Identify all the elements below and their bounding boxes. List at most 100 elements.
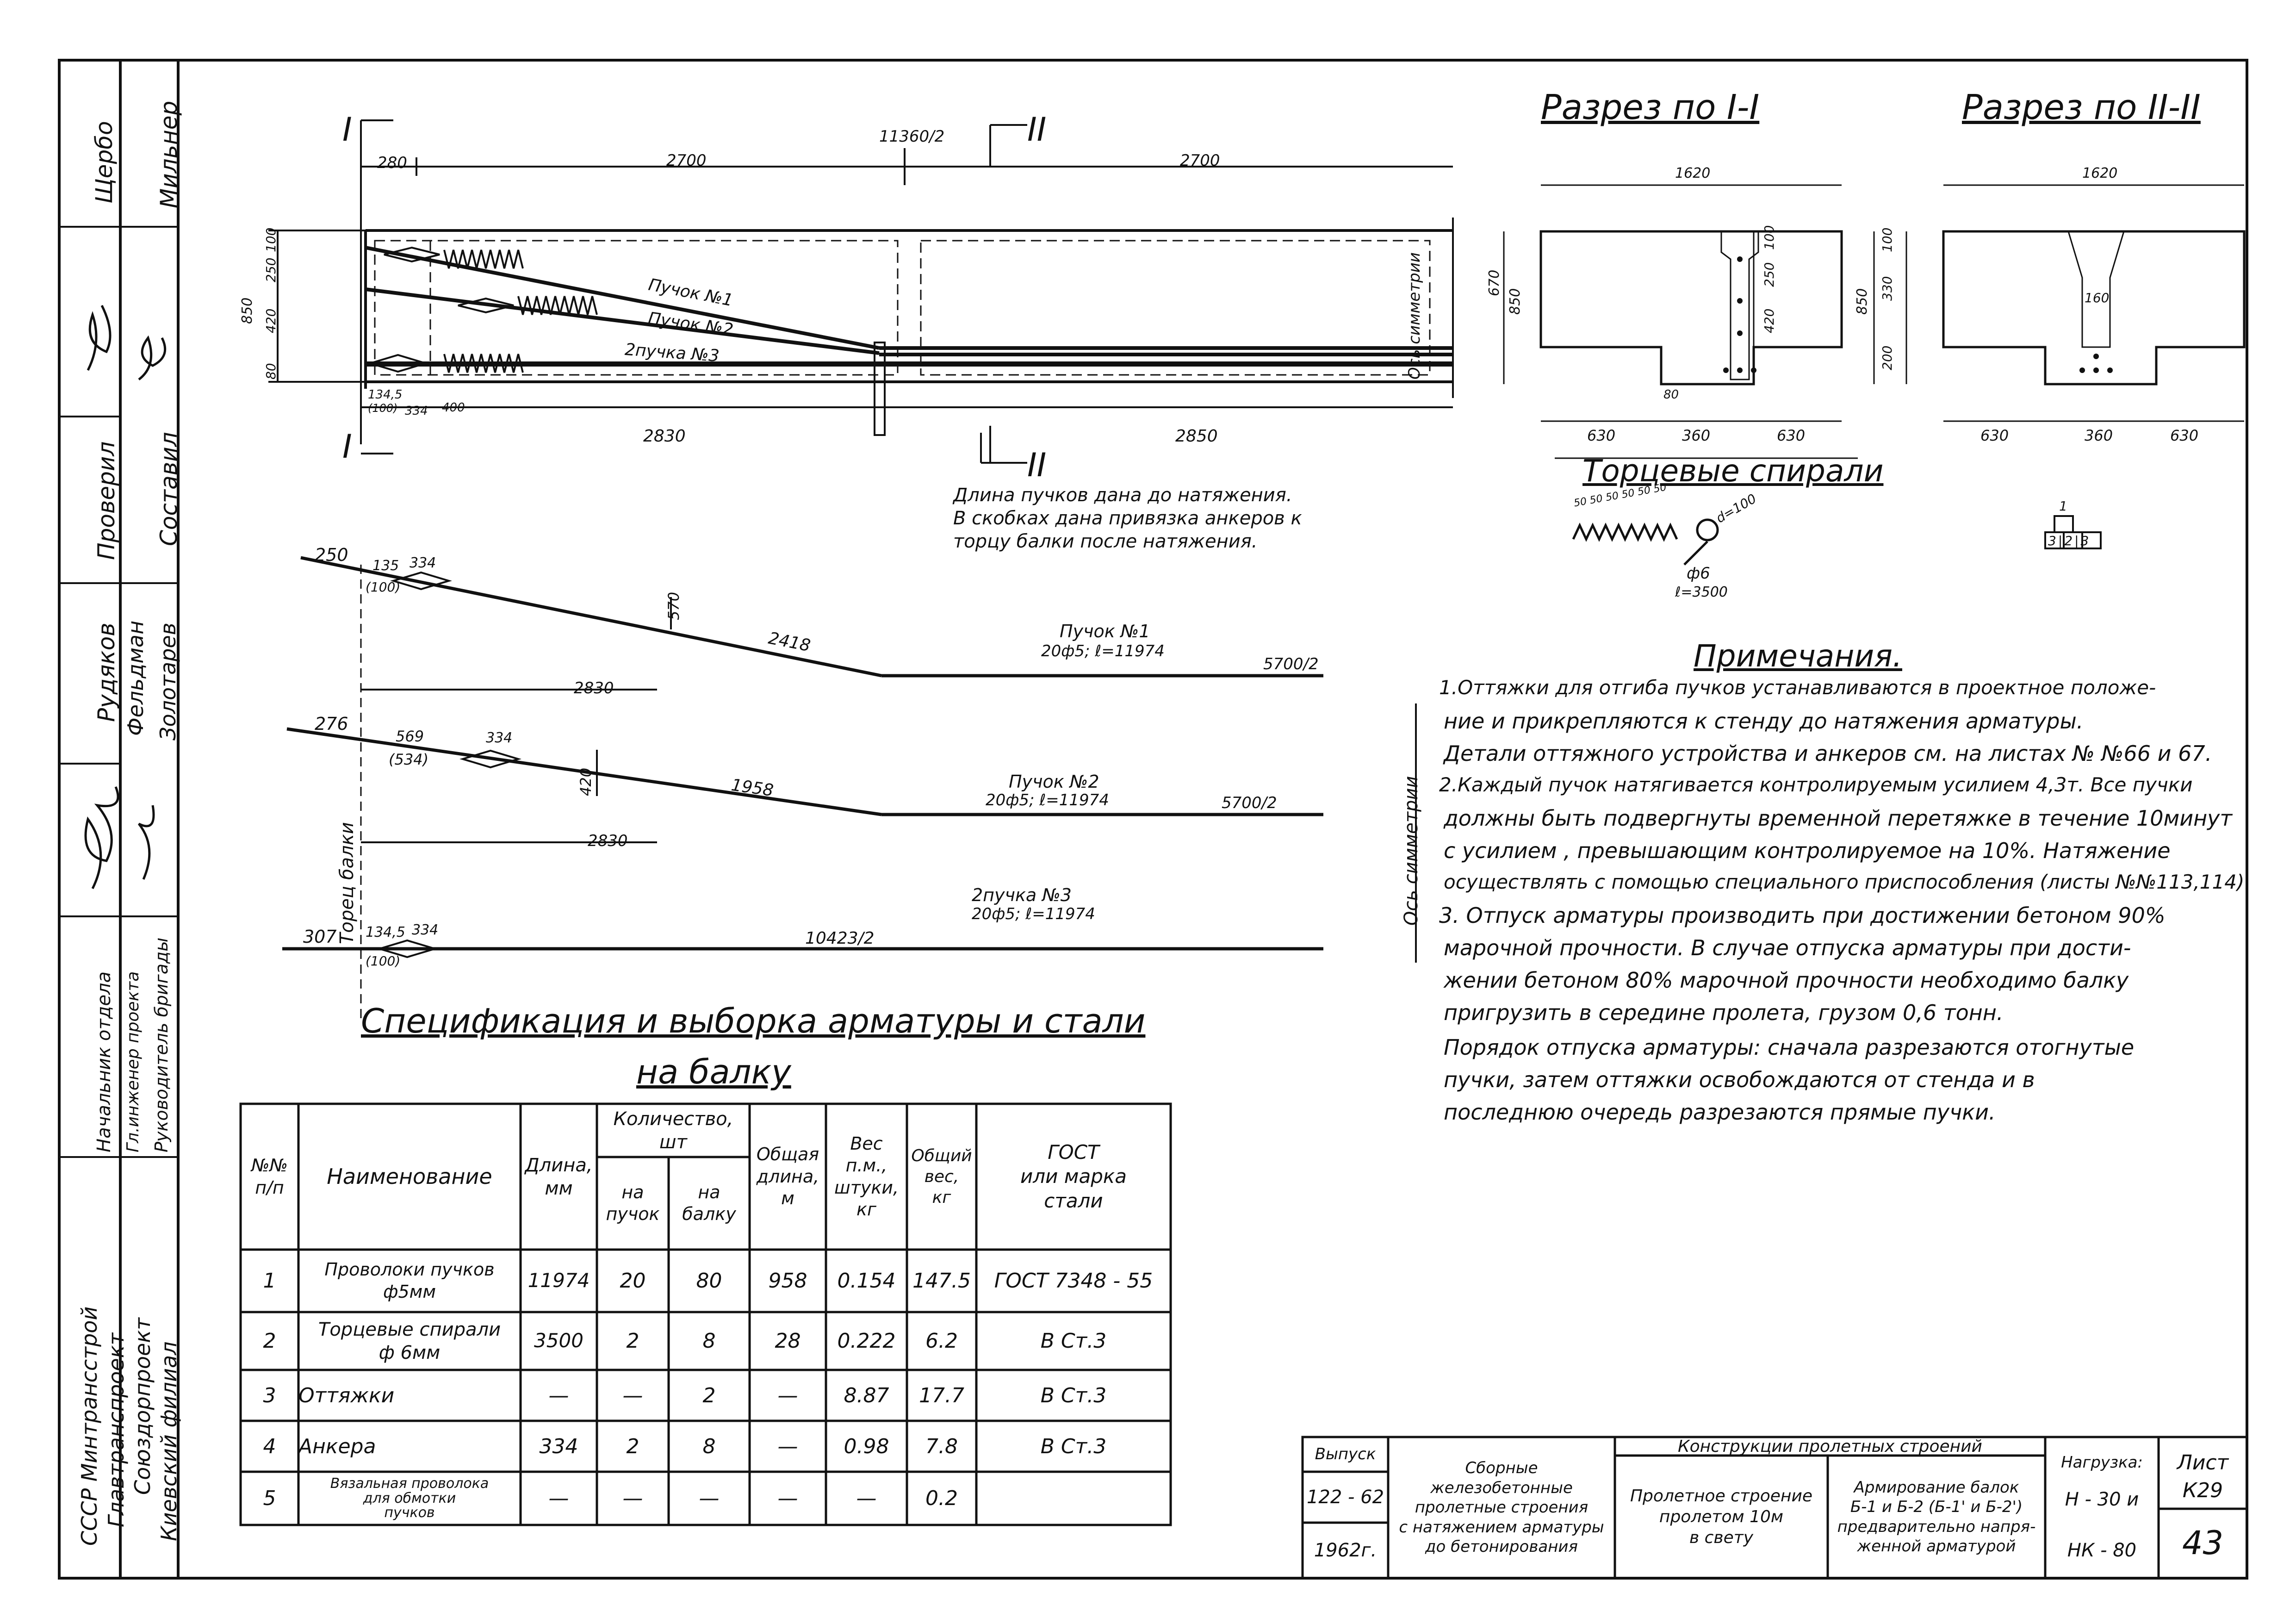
spec-h-qty-beam: на балку bbox=[682, 1182, 736, 1225]
p1-spec: 20ф5; ℓ=11974 bbox=[1041, 642, 1165, 660]
p1-2830: 2830 bbox=[574, 679, 614, 697]
p1-paren-100: (100) bbox=[366, 579, 401, 595]
note-line: осуществлять с помощью специального прис… bbox=[1444, 871, 2251, 893]
section-i-title: Разрез по I-I bbox=[1541, 87, 1760, 127]
note-line: ние и прикрепляются к стенду до натяжени… bbox=[1444, 709, 2084, 734]
s2-630-b: 630 bbox=[2170, 427, 2199, 444]
dim-2850: 2850 bbox=[1175, 427, 1218, 446]
s1-630-b: 630 bbox=[1777, 427, 1806, 444]
table-row-2-tl: 28 bbox=[775, 1329, 801, 1353]
p2-569: 569 bbox=[396, 728, 424, 745]
spiral-len: ℓ=3500 bbox=[1675, 584, 1728, 600]
s1-630-a: 630 bbox=[1587, 427, 1616, 444]
p1-half: 5700/2 bbox=[1263, 655, 1319, 673]
p2-spec: 20ф5; ℓ=11974 bbox=[986, 791, 1109, 809]
table-row-3-tw: 17.7 bbox=[919, 1383, 964, 1407]
s2-1620: 1620 bbox=[2082, 165, 2118, 181]
table-row-5-w: — bbox=[856, 1487, 877, 1510]
table-row-1-gost: ГОСТ 7348 - 55 bbox=[994, 1269, 1153, 1293]
tb-year: 1962г. bbox=[1314, 1540, 1377, 1561]
note-line: пригрузить в середине пролета, грузом 0,… bbox=[1444, 1000, 2004, 1025]
spec-h-len: Длина, мм bbox=[525, 1154, 593, 1199]
table-row-1-qb: 20 bbox=[620, 1269, 646, 1293]
table-row-1-w: 0.154 bbox=[837, 1269, 896, 1293]
table-row-4-qbeam: 8 bbox=[702, 1434, 716, 1458]
table-row-5-tl: — bbox=[777, 1487, 798, 1510]
table-row-4-gost: В Ст.3 bbox=[1040, 1434, 1107, 1458]
tb-sheet-k: К29 bbox=[2182, 1478, 2223, 1502]
spec-h-total-len: Общая длина, м bbox=[756, 1144, 819, 1209]
tb-series: Сборные железобетонные пролетные строени… bbox=[1399, 1459, 1604, 1556]
section-ii-title: Разрез по II-II bbox=[1962, 87, 2201, 127]
section-mark-1-top: I bbox=[342, 111, 352, 149]
note-line: должны быть подвергнуты временной перетя… bbox=[1444, 806, 2233, 831]
table-row-3-len: — bbox=[548, 1383, 569, 1407]
table-row-5-tw: 0.2 bbox=[925, 1487, 958, 1510]
table-row-2-tw: 6.2 bbox=[925, 1329, 958, 1353]
table-row-2-qbeam: 8 bbox=[702, 1329, 716, 1353]
table-row-4-tw: 7.8 bbox=[925, 1434, 958, 1458]
note-bundle-length-2: В скобках дана привязка анкеров к bbox=[953, 508, 1302, 529]
p3-spec: 20ф5; ℓ=11974 bbox=[972, 905, 1095, 923]
spec-h-num: №№ п/п bbox=[251, 1155, 288, 1198]
tb-constructions: Конструкции пролетных строений bbox=[1678, 1437, 1982, 1456]
table-row-1-n: 1 bbox=[263, 1269, 276, 1293]
table-row-5-qbeam: — bbox=[699, 1487, 720, 1510]
s2-360: 360 bbox=[2085, 427, 2113, 444]
tb-load-1: Н - 30 и bbox=[2065, 1489, 2139, 1510]
table-row-4-qb: 2 bbox=[626, 1434, 639, 1458]
section-mark-2-bottom: II bbox=[1027, 446, 1047, 484]
note-line: 2.Каждый пучок натягивается контролируем… bbox=[1439, 773, 2193, 796]
tb-sheet-number: 43 bbox=[2182, 1524, 2224, 1562]
note-line: жении бетоном 80% марочной прочности нео… bbox=[1444, 968, 2129, 993]
tb-load-label: Нагрузка: bbox=[2061, 1453, 2143, 1472]
s1-360: 360 bbox=[1682, 427, 1711, 444]
table-row-2-gost: В Ст.3 bbox=[1040, 1329, 1107, 1353]
p1-250: 250 bbox=[315, 545, 348, 565]
p3-334: 334 bbox=[412, 922, 439, 938]
spec-h-gost: ГОСТ или марка стали bbox=[1020, 1140, 1127, 1212]
table-row-4-len: 334 bbox=[539, 1434, 578, 1458]
dim-334: 334 bbox=[405, 404, 428, 418]
table-row-2-w: 0.222 bbox=[837, 1329, 896, 1353]
table-row-5-n: 5 bbox=[263, 1487, 276, 1510]
p2-2830: 2830 bbox=[588, 832, 628, 850]
spec-h-qty-bundle: на пучок bbox=[606, 1182, 660, 1225]
table-row-3-name: Оттяжки bbox=[298, 1383, 395, 1407]
tb-vypusk-label: Выпуск bbox=[1315, 1445, 1376, 1464]
note-bundle-length-3: торцу балки после натяжения. bbox=[953, 531, 1258, 552]
dim-2700-b: 2700 bbox=[1180, 151, 1220, 170]
dim-2700-a: 2700 bbox=[666, 151, 707, 170]
note-line: 3. Отпуск арматуры производить при дости… bbox=[1439, 903, 2166, 928]
table-row-1-qbeam: 80 bbox=[696, 1269, 722, 1293]
s1-80: 80 bbox=[1663, 388, 1679, 402]
table-row-4-n: 4 bbox=[263, 1434, 276, 1458]
spec-title-1: Спецификация и выборка арматуры и стали bbox=[361, 1002, 1146, 1040]
dim-400: 400 bbox=[442, 401, 465, 415]
table-row-1-len: 11974 bbox=[527, 1269, 590, 1292]
p3-half: 10423/2 bbox=[805, 929, 875, 948]
note-line: 1.Оттяжки для отгиба пучков устанавливаю… bbox=[1439, 676, 2156, 699]
p3-label: 2пучка №3 bbox=[972, 885, 1072, 905]
table-row-4-name: Анкера bbox=[298, 1434, 376, 1458]
table-row-3-w: 8.87 bbox=[844, 1383, 889, 1407]
table-row-2-qb: 2 bbox=[626, 1329, 639, 1353]
note-line: последнюю очередь разрезаются прямые пуч… bbox=[1444, 1100, 1996, 1125]
p3-134-5: 134,5 bbox=[366, 924, 405, 940]
p1-334: 334 bbox=[410, 555, 436, 571]
table-row-3-gost: В Ст.3 bbox=[1040, 1383, 1107, 1407]
spec-title-2: на балку bbox=[636, 1052, 791, 1091]
table-row-4-tl: — bbox=[777, 1434, 798, 1458]
p2-paren-534: (534) bbox=[389, 751, 429, 768]
s1-1620: 1620 bbox=[1675, 165, 1711, 181]
p3-paren-100: (100) bbox=[366, 953, 401, 969]
table-row-4-w: 0.98 bbox=[844, 1434, 889, 1458]
note-line: с усилием , превышающим контролируемое н… bbox=[1444, 838, 2171, 863]
s2-160: 160 bbox=[2085, 290, 2110, 305]
dim-134-5: 134,5 bbox=[368, 388, 403, 402]
